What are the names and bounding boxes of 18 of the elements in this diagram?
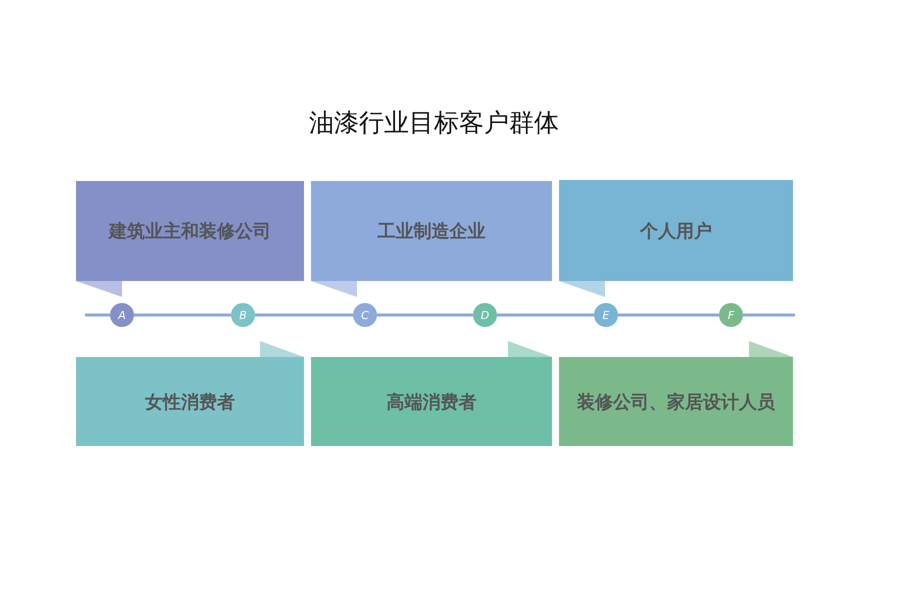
timeline-line xyxy=(497,314,594,316)
callout-box: 装修公司、家居设计人员 xyxy=(559,357,793,446)
timeline-line xyxy=(134,314,231,316)
callout-box: 个人用户 xyxy=(559,180,793,281)
callout-box: 女性消费者 xyxy=(76,357,304,446)
timeline-line xyxy=(618,314,719,316)
timeline-marker: F xyxy=(719,303,743,327)
callout-box: 工业制造企业 xyxy=(311,181,552,281)
callout-box: 高端消费者 xyxy=(311,357,552,446)
timeline-line xyxy=(377,314,473,316)
timeline-marker: C xyxy=(353,303,377,327)
timeline-marker: D xyxy=(473,303,497,327)
title: 油漆行业目标客户群体 xyxy=(308,107,560,139)
callout-box: 建筑业主和装修公司 xyxy=(76,181,304,281)
timeline-marker: B xyxy=(231,303,255,327)
timeline-marker: A xyxy=(110,303,134,327)
timeline-marker: E xyxy=(594,303,618,327)
timeline-line xyxy=(255,314,353,316)
